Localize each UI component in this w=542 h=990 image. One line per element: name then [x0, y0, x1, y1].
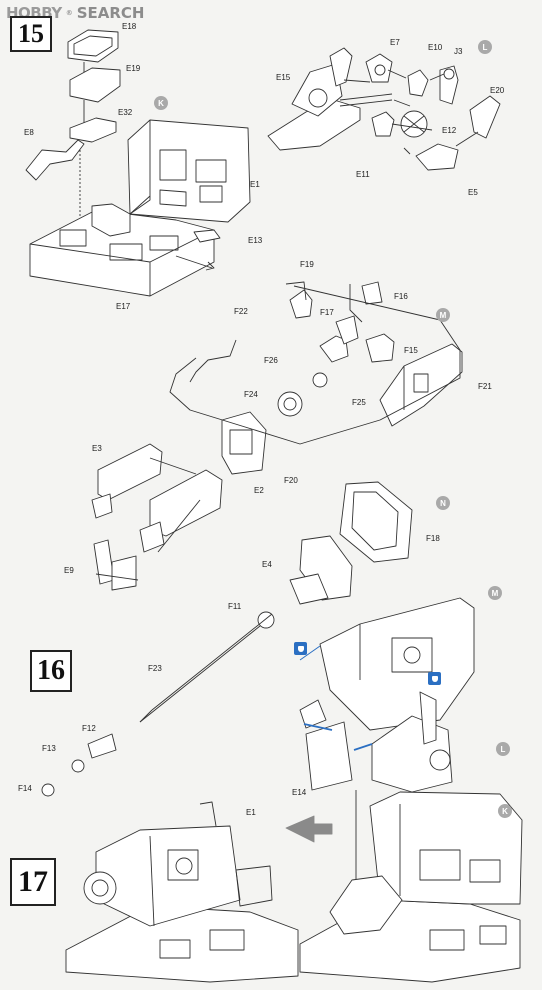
- part-label-f21: F21: [478, 382, 492, 391]
- part-label-f25: F25: [352, 398, 366, 407]
- circle-ref-k-2: K: [498, 804, 512, 818]
- part-label-e8: E8: [24, 128, 34, 137]
- circle-ref-l: L: [478, 40, 492, 54]
- circle-ref-l-2: L: [496, 742, 510, 756]
- part-label-e17: E17: [116, 302, 131, 311]
- circle-ref-m: M: [436, 308, 450, 322]
- glue-icon: [294, 642, 307, 655]
- step17-left-assembly: [65, 801, 299, 983]
- part-label-e20: E20: [490, 86, 505, 95]
- part-label-f16: F16: [394, 292, 408, 301]
- breech-block: [91, 443, 223, 591]
- part-label-f13: F13: [42, 744, 56, 753]
- part-label-f19: F19: [300, 260, 314, 269]
- part-label-e4: E4: [262, 560, 272, 569]
- part-label-f12: F12: [82, 724, 96, 733]
- part-label-e10: E10: [428, 43, 443, 52]
- barrel-assembly: [41, 481, 413, 797]
- part-label-e3: E3: [92, 444, 102, 453]
- part-label-e5: E5: [468, 188, 478, 197]
- part-label-e19: E19: [126, 64, 141, 73]
- part-label-e15: E15: [276, 73, 291, 82]
- circle-ref-k: K: [154, 96, 168, 110]
- part-label-e12: E12: [442, 126, 457, 135]
- part-label-j3: J3: [454, 47, 463, 56]
- part-label-e14: E14: [292, 788, 307, 797]
- step17-right-assembly: [299, 791, 523, 983]
- logo-reg: ®: [65, 9, 73, 17]
- step15-middle-assembly: [169, 281, 463, 475]
- part-label-f15: F15: [404, 346, 418, 355]
- part-label-e32: E32: [118, 108, 133, 117]
- part-label-f11: F11: [228, 602, 242, 611]
- part-label-f26: F26: [264, 356, 278, 365]
- part-label-f14: F14: [18, 784, 32, 793]
- part-label-e18: E18: [122, 22, 137, 31]
- step-number-17: 17: [10, 858, 56, 906]
- part-label-f20: F20: [284, 476, 298, 485]
- part-label-e7: E7: [390, 38, 400, 47]
- part-label-e1-bottom: E1: [246, 808, 256, 817]
- step-number-15: 15: [10, 16, 52, 52]
- part-label-e11: E11: [356, 170, 370, 179]
- logo-part2: SEARCH: [76, 4, 145, 22]
- part-label-f23: F23: [148, 664, 162, 673]
- part-label-e1-top: E1: [250, 180, 260, 189]
- step15-right-assembly: [267, 47, 501, 171]
- circle-ref-m-2: M: [488, 586, 502, 600]
- part-label-f18: F18: [426, 534, 440, 543]
- part-label-f17: F17: [320, 308, 334, 317]
- part-label-f24: F24: [244, 390, 258, 399]
- part-label-f22: F22: [234, 307, 248, 316]
- part-label-e9: E9: [64, 566, 74, 575]
- part-label-e2: E2: [254, 486, 264, 495]
- step-number-16: 16: [30, 650, 72, 692]
- step15-left-assembly: [25, 29, 251, 297]
- circle-ref-n: N: [436, 496, 450, 510]
- glue-icon-2: [428, 672, 441, 685]
- cradle-assembly: [299, 597, 475, 880]
- part-label-e13: E13: [248, 236, 263, 245]
